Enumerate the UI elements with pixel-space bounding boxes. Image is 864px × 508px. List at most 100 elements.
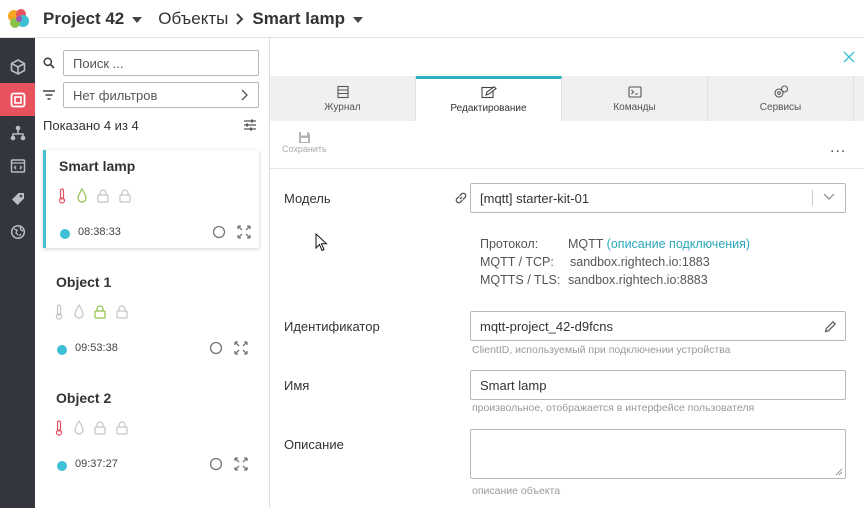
chevron-right-icon [241, 89, 248, 101]
object-card-title: Object 1 [56, 274, 112, 290]
logo-icon [7, 8, 29, 28]
model-select[interactable]: [mqtt] starter-kit-01 [470, 183, 846, 213]
mqtts-tls-key: MQTTS / TLS: [480, 273, 561, 287]
current-object-selector[interactable]: Smart lamp [252, 9, 363, 29]
card-actions [209, 457, 248, 471]
rail-tags[interactable] [0, 182, 35, 215]
object-card[interactable]: Object 1 09:53:38 [43, 266, 259, 364]
rail-code[interactable] [0, 149, 35, 182]
mqtt-tcp-info: MQTT / TCP:sandbox.rightech.io:1883 [480, 255, 710, 269]
more-button[interactable]: ... [830, 139, 847, 156]
breadcrumb-objects[interactable]: Объекты [158, 9, 228, 29]
circle-icon[interactable] [212, 225, 226, 239]
floppy-icon [298, 132, 310, 143]
close-icon[interactable] [842, 50, 856, 64]
save-button-label: Сохранить [282, 144, 327, 154]
object-card-title: Smart lamp [59, 158, 136, 174]
drop-icon [74, 420, 84, 435]
tab-commands-label: Команды [613, 101, 656, 113]
object-indicators [54, 420, 128, 436]
object-card[interactable]: Object 2 09:37:27 [43, 382, 259, 480]
last-seen-time: 09:37:27 [75, 458, 118, 470]
identifier-field[interactable]: mqtt-project_42-d9fcns [470, 311, 846, 341]
lock-icon [116, 421, 128, 435]
tag-icon [11, 192, 24, 205]
card-actions [212, 225, 251, 239]
model-select-value: [mqtt] starter-kit-01 [480, 190, 590, 206]
tab-journal[interactable]: Журнал [270, 76, 416, 121]
object-icon [10, 92, 25, 107]
object-card[interactable]: Smart lamp 08:38:33 [43, 150, 259, 248]
caret-down-icon [132, 16, 143, 23]
filter-selector[interactable]: Нет фильтров [63, 82, 259, 108]
last-seen-time: 08:38:33 [78, 226, 121, 238]
rail-models[interactable] [0, 50, 35, 83]
online-status-dot [60, 229, 70, 239]
app-logo[interactable] [0, 0, 35, 38]
link-paren-open: ( [606, 237, 611, 251]
identifier-label: Идентификатор [284, 319, 380, 334]
rail-hierarchy[interactable] [0, 116, 35, 149]
name-field[interactable]: Smart lamp [470, 370, 846, 400]
globe-icon [10, 224, 25, 239]
nav-rail [0, 38, 35, 508]
journal-icon [336, 85, 349, 98]
rail-objects[interactable] [0, 83, 35, 116]
description-hint: описание объекта [472, 485, 561, 497]
object-indicators [57, 188, 131, 204]
pencil-icon[interactable] [824, 320, 837, 333]
search-input-field[interactable] [73, 55, 249, 71]
thermometer-icon [55, 420, 63, 436]
breadcrumb-objects-label: Объекты [158, 8, 229, 28]
protocol-info: Протокол:MQTT (описание подключения) [480, 237, 750, 251]
tab-services[interactable]: Сервисы [708, 76, 854, 121]
object-card-title: Object 2 [56, 390, 112, 406]
services-icon [773, 84, 788, 98]
project-selector[interactable]: Project 42 [43, 8, 143, 29]
lock-icon [94, 421, 106, 435]
mqtts-tls-info: MQTTS / TLS:sandbox.rightech.io:8883 [480, 273, 708, 287]
model-label: Модель [284, 191, 331, 206]
link-icon[interactable] [454, 191, 468, 205]
project-name: Project 42 [43, 8, 125, 28]
expand-icon[interactable] [237, 225, 251, 239]
tab-journal-label: Журнал [324, 101, 361, 113]
expand-icon[interactable] [234, 341, 248, 355]
tab-edit[interactable]: Редактирование [416, 76, 562, 121]
code-icon [10, 158, 25, 173]
name-hint: произвольное, отображается в интерфейсе … [472, 402, 755, 414]
resize-handle-icon[interactable] [835, 468, 843, 476]
lock-icon [116, 305, 128, 319]
thermometer-icon [58, 188, 66, 204]
breadcrumb: Project 42 Объекты Smart lamp [35, 9, 363, 29]
expand-icon[interactable] [234, 457, 248, 471]
tab-edit-label: Редактирование [450, 103, 527, 114]
object-list-panel: Нет фильтров Показано 4 из 4 Smart lamp … [35, 38, 270, 508]
link-paren-close: ) [745, 237, 751, 251]
circle-icon[interactable] [209, 457, 223, 471]
name-label: Имя [284, 378, 310, 393]
search-input[interactable] [63, 50, 259, 76]
circle-icon[interactable] [209, 341, 223, 355]
object-indicators [54, 304, 128, 320]
lock-icon [94, 305, 106, 319]
top-bar: Project 42 Объекты Smart lamp [0, 0, 864, 38]
terminal-icon [627, 85, 642, 98]
caret-down-icon [352, 16, 363, 23]
drop-icon [77, 188, 87, 203]
filter-label: Нет фильтров [73, 87, 158, 103]
save-button[interactable]: Сохранить [282, 131, 327, 154]
rail-globe[interactable] [0, 215, 35, 248]
connection-docs-link[interactable]: описание подключения [610, 237, 746, 251]
filter-row: Нет фильтров [43, 82, 263, 108]
description-field[interactable] [470, 429, 846, 479]
lock-icon [97, 189, 109, 203]
identifier-hint: ClientID, используемый при подключении у… [472, 344, 731, 356]
tune-icon[interactable] [243, 118, 257, 132]
identifier-value: mqtt-project_42-d9fcns [480, 318, 613, 334]
hierarchy-icon [10, 125, 25, 140]
description-label: Описание [284, 437, 344, 452]
drop-icon [74, 304, 84, 319]
shown-count: Показано 4 из 4 [43, 118, 139, 133]
tab-commands[interactable]: Команды [562, 76, 708, 121]
